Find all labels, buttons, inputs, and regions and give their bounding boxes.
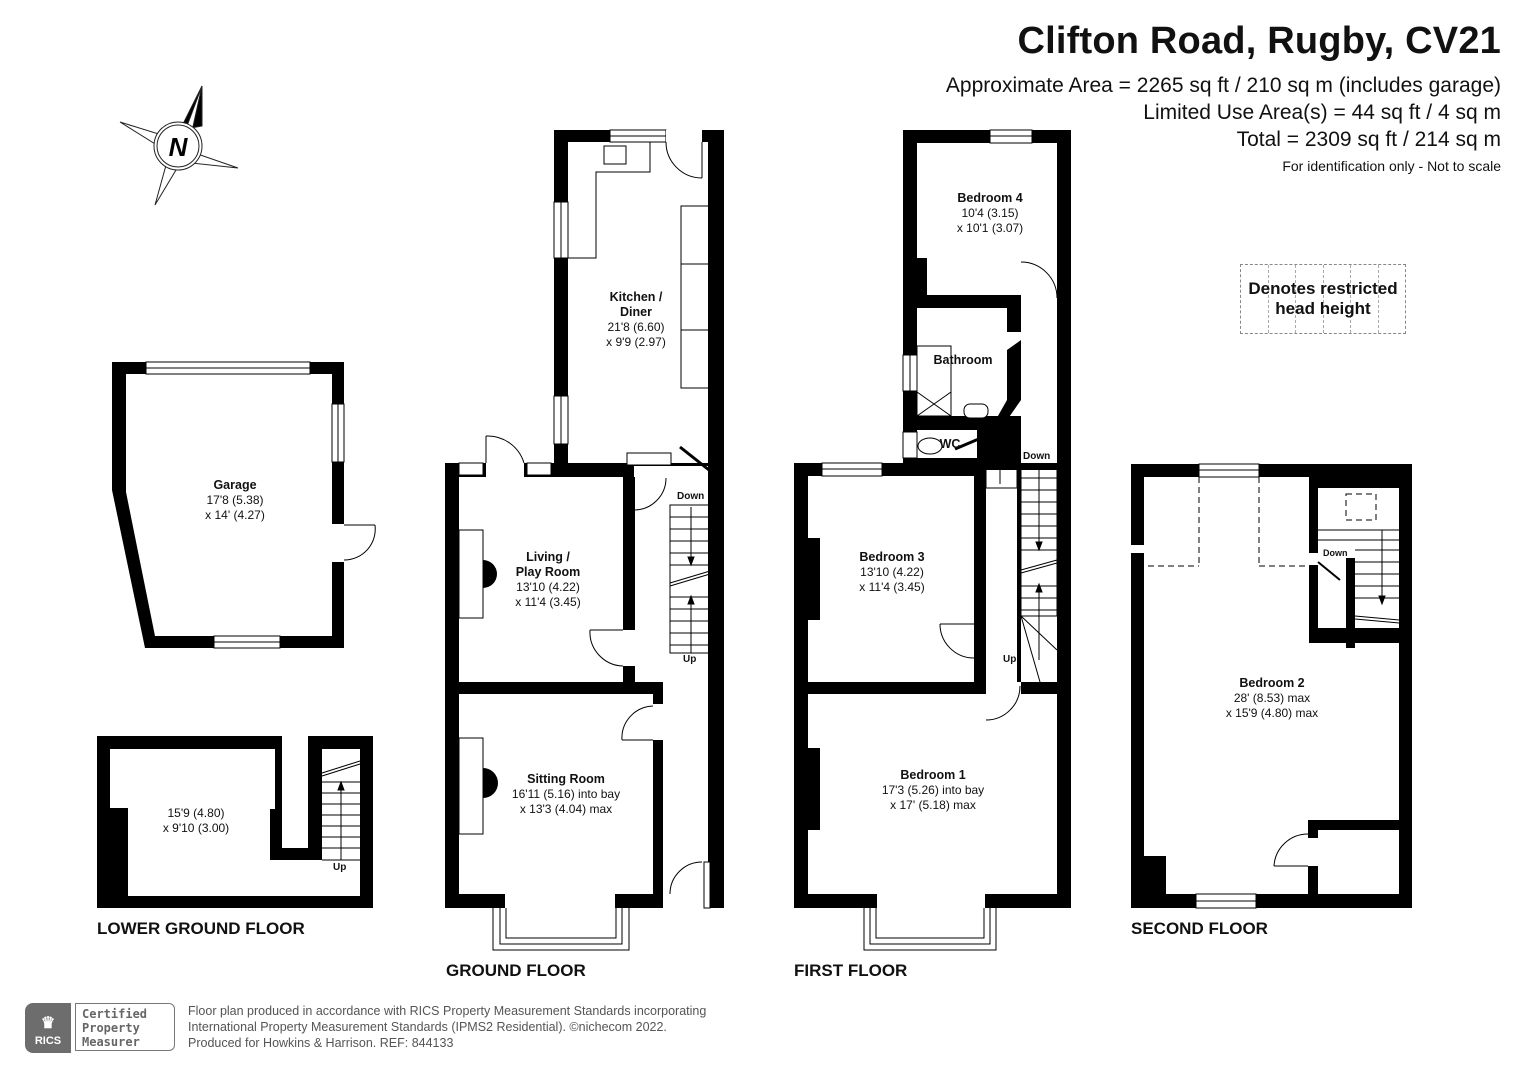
floor-label-ground: GROUND FLOOR: [446, 961, 586, 980]
floor-label-lower-ground: LOWER GROUND FLOOR: [97, 919, 305, 938]
room-dimension: 21'8 (6.60): [607, 320, 665, 334]
room-name: Kitchen /: [609, 290, 663, 304]
cert-line: Property: [82, 1021, 140, 1035]
property-title: Clifton Road, Rugby, CV21: [1017, 20, 1501, 62]
stair-down-label: Down: [1323, 548, 1348, 558]
room-name: Sitting Room: [527, 772, 605, 786]
room-name: Bedroom 3: [859, 550, 925, 564]
room-name: Bedroom 4: [957, 191, 1023, 205]
approximate-area: Approximate Area = 2265 sq ft / 210 sq m…: [945, 74, 1501, 97]
room-dimension: x 11'4 (3.45): [859, 580, 925, 594]
stair-up-label: Up: [683, 654, 697, 665]
footer-disclaimer: Floor plan produced in accordance with R…: [188, 1003, 706, 1051]
room-bathroom: Bathroom: [933, 353, 992, 368]
room-name: Bathroom: [933, 353, 993, 367]
room-dimension: 17'8 (5.38): [206, 493, 264, 507]
footer-line: Floor plan produced in accordance with R…: [188, 1004, 707, 1018]
restricted-head-height-legend: Denotes restricted head height: [1240, 264, 1406, 334]
cert-line: Measurer: [82, 1035, 140, 1049]
room-name: WC: [939, 437, 961, 451]
room-name: Diner: [620, 305, 652, 319]
north-arrow-icon: N: [119, 85, 239, 206]
floor-label-second: SECOND FLOOR: [1131, 919, 1268, 938]
stair-down-label: Down: [1023, 451, 1051, 462]
garage-plan: [112, 361, 376, 649]
room-name: Bedroom 2: [1239, 676, 1305, 690]
lion-icon: ♛: [40, 1015, 56, 1032]
rics-logo-text: RICS: [34, 1035, 62, 1047]
room-dimension: 13'10 (4.22): [860, 565, 924, 579]
second-floor-plan: [1131, 463, 1412, 909]
room-dimension: 15'9 (4.80): [167, 806, 225, 820]
certified-property-measurer: Certified Property Measurer: [75, 1003, 175, 1051]
room-dimension: 13'10 (4.22): [516, 580, 580, 594]
room-dimension: 17'3 (5.26) into bay: [881, 783, 985, 797]
footer-line: International Property Measurement Stand…: [188, 1020, 667, 1034]
room-bedroom-4: Bedroom 4 10'4 (3.15) x 10'1 (3.07): [957, 191, 1023, 236]
lower-ground-plan: [97, 736, 373, 908]
floor-label-first: FIRST FLOOR: [794, 961, 908, 980]
room-dimension: 28' (8.53) max: [1233, 691, 1311, 705]
room-dimension: x 15'9 (4.80) max: [1225, 706, 1319, 720]
room-bedroom-3: Bedroom 3 13'10 (4.22) x 11'4 (3.45): [859, 550, 924, 595]
footer-line: Produced for Howkins & Harrison. REF: 84…: [188, 1036, 454, 1050]
room-kitchen-diner: Kitchen / Diner 21'8 (6.60) x 9'9 (2.97): [606, 290, 666, 350]
first-floor-plan: [794, 129, 1071, 951]
room-dimension: x 14' (4.27): [205, 508, 265, 522]
stair-up-label: Up: [1003, 654, 1017, 665]
total-area: Total = 2309 sq ft / 214 sq m: [1236, 128, 1501, 151]
stair-down-label: Down: [677, 491, 705, 502]
room-lower-ground: 15'9 (4.80) x 9'10 (3.00): [163, 806, 229, 836]
dashed-pattern-icon: [1241, 265, 1405, 333]
room-name: Garage: [213, 478, 257, 492]
room-name: Play Room: [515, 565, 581, 579]
room-name: Living /: [526, 550, 570, 564]
legend-label: Denotes restricted head height: [1248, 279, 1398, 318]
room-dimension: x 13'3 (4.04) max: [519, 802, 613, 816]
room-dimension: x 10'1 (3.07): [956, 221, 1024, 235]
room-dimension: x 9'9 (2.97): [606, 335, 666, 349]
cert-line: Certified: [82, 1007, 148, 1021]
room-dimension: x 17' (5.18) max: [890, 798, 976, 812]
room-garage: Garage 17'8 (5.38) x 14' (4.27): [205, 478, 265, 523]
limited-use-area: Limited Use Area(s) = 44 sq ft / 4 sq m: [1143, 101, 1501, 124]
svg-text:N: N: [169, 132, 189, 162]
room-dimension: x 11'4 (3.45): [515, 595, 581, 609]
room-wc: WC: [940, 437, 961, 452]
room-dimension: 16'11 (5.16) into bay: [511, 787, 621, 801]
room-sitting-room: Sitting Room 16'11 (5.16) into bay x 13'…: [512, 772, 620, 817]
stair-up-label: Up: [333, 862, 347, 873]
room-bedroom-1: Bedroom 1 17'3 (5.26) into bay x 17' (5.…: [882, 768, 984, 813]
room-dimension: 10'4 (3.15): [961, 206, 1019, 220]
scale-note: For identification only - Not to scale: [1282, 158, 1501, 174]
rics-certified-badge: ♛ RICS Certified Property Measurer: [25, 1003, 177, 1053]
room-dimension: x 9'10 (3.00): [162, 821, 230, 835]
rics-logo: ♛ RICS: [25, 1003, 71, 1053]
room-living-play: Living / Play Room 13'10 (4.22) x 11'4 (…: [515, 550, 580, 610]
room-name: Bedroom 1: [900, 768, 966, 782]
room-bedroom-2: Bedroom 2 28' (8.53) max x 15'9 (4.80) m…: [1226, 676, 1318, 721]
ground-floor-plan: [445, 129, 724, 951]
